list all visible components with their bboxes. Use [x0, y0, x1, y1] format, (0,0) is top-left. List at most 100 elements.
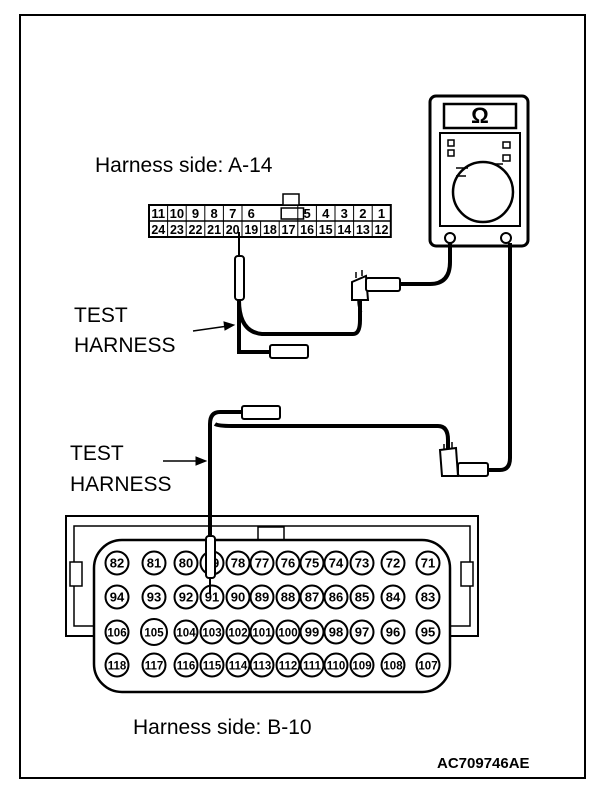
- test-harness-2-label-line1: TEST: [70, 442, 124, 465]
- test-harness-1-label-line2: HARNESS: [74, 334, 176, 357]
- connector-b10-pin-label: 72: [386, 556, 400, 571]
- connector-b10-pin: [173, 619, 199, 645]
- connector-b10-pin-label: 77: [255, 556, 269, 571]
- connector-b10-pin-label: 89: [255, 590, 269, 605]
- connector-b10-pin-label: 111: [303, 661, 322, 673]
- connector-b10-pin-label: 85: [355, 590, 369, 605]
- connector-b10-pin: [349, 652, 375, 678]
- connector-b10-pin: [323, 619, 349, 645]
- connector-b10-pin-label: 117: [145, 661, 164, 673]
- connector-a14-pin-label: 23: [170, 223, 184, 237]
- connector-a14-pin-label: 17: [282, 223, 296, 237]
- connector-a14-pin-label: 3: [341, 206, 348, 221]
- connector-a14-pin-label: 10: [170, 206, 184, 221]
- connector-b10-pin-label: 83: [421, 590, 435, 605]
- connector-a14-pin-label: 21: [207, 223, 221, 237]
- connector-a14-pin-label: 18: [263, 223, 277, 237]
- connector-a14-pin-label: 9: [192, 206, 199, 221]
- test-harness-b: [205, 243, 512, 594]
- connector-b10-pin-label: 80: [179, 556, 193, 571]
- connector-b10-pin-label: 104: [176, 628, 196, 640]
- connector-a14-pin-label: 12: [375, 223, 389, 237]
- connector-b10-pin-label: 106: [107, 628, 126, 640]
- connector-b10-pin: [323, 550, 349, 576]
- figure-code: AC709746AE: [437, 755, 530, 772]
- connector-b10-pin-label: 82: [110, 556, 124, 571]
- connector-a14-pin-label: 24: [151, 223, 165, 237]
- connector-b10-pin-label: 110: [327, 661, 346, 673]
- connector-a14-pin-label: 22: [189, 223, 203, 237]
- connector-b10-pin: [104, 550, 130, 576]
- connector-b10-pin-label: 107: [418, 661, 437, 673]
- connector-b10-pin: [104, 652, 130, 678]
- connector-b10-pin-label: 86: [329, 590, 343, 605]
- connector-b10-pin-label: 115: [203, 661, 222, 673]
- connector-b10-pin-label: 99: [305, 625, 319, 640]
- connector-b10-pin-label: 109: [352, 661, 371, 673]
- connector-b10-pin-label: 98: [329, 625, 343, 640]
- connector-b10-pin: [380, 619, 406, 645]
- connector-b10-pin-label: 105: [144, 628, 164, 640]
- connector-b10-pin: [199, 619, 225, 645]
- connector-b10-pin: [249, 584, 275, 610]
- test-harness-2-label-line2: HARNESS: [70, 473, 172, 496]
- diagram-frame: [19, 14, 586, 779]
- connector-b10-pin-label: 101: [252, 628, 272, 640]
- test-harness-1-label-line1: TEST: [74, 304, 128, 327]
- connector-b10-pin: [199, 652, 225, 678]
- connector-a14-pin-label: 1: [378, 206, 385, 221]
- connector-b10-pin-label: 90: [231, 590, 245, 605]
- connector-a14-pin-label: 2: [359, 206, 366, 221]
- connector-b10-pin: [173, 584, 199, 610]
- connector-b10-pin-label: 71: [421, 556, 435, 571]
- connector-b10-pin: [323, 652, 349, 678]
- connector-b10-pin-label: 94: [110, 590, 125, 605]
- connector-b10-pin-label: 108: [383, 661, 403, 673]
- label-arrows: [163, 321, 236, 466]
- connector-b10-pin-label: 73: [355, 556, 369, 571]
- connector-a14-pin-label: 14: [337, 223, 351, 237]
- connector-b10-pin: [415, 584, 441, 610]
- connector-b10-pin-label: 75: [305, 556, 319, 571]
- connector-b10: 8281807978777675747372719493929190898887…: [65, 515, 479, 694]
- connector-b10-pin: [249, 652, 275, 678]
- connector-b10-pin: [104, 584, 130, 610]
- connector-b10-pin: [249, 619, 275, 645]
- connector-b10-pin-label: 102: [228, 628, 247, 640]
- connector-b10-pin: [415, 550, 441, 576]
- connector-a14-pin-label: 5: [303, 206, 310, 221]
- connector-a14-pin-label: 16: [300, 223, 314, 237]
- harness-b10-label: Harness side: B-10: [133, 716, 312, 739]
- connector-b10-pin: [380, 584, 406, 610]
- connector-b10-pin: [380, 550, 406, 576]
- connector-b10-pin-label: 87: [305, 590, 319, 605]
- connector-a14-pin-label: 6: [248, 206, 255, 221]
- connector-b10-pin: [349, 584, 375, 610]
- connector-a14-pin-label: 19: [244, 223, 258, 237]
- multimeter: [428, 94, 530, 248]
- connector-b10-pin-label: 100: [278, 628, 297, 640]
- connector-b10-pin: [323, 584, 349, 610]
- connector-b10-pin-label: 95: [421, 625, 435, 640]
- connector-b10-pin-label: 116: [177, 661, 196, 673]
- connector-b10-pin: [141, 652, 167, 678]
- connector-b10-pin-label: 78: [231, 556, 245, 571]
- connector-a14-pin-label: 11: [151, 206, 165, 221]
- multimeter-v-ohm-terminal: [500, 232, 512, 244]
- connector-b10-pin: [141, 550, 167, 576]
- connector-a14-pin-label: 13: [356, 223, 370, 237]
- connector-b10-pin: [349, 619, 375, 645]
- connector-b10-pin: [140, 618, 168, 646]
- connector-b10-pin: [415, 652, 441, 678]
- connector-b10-pin: [173, 550, 199, 576]
- connector-b10-pin: [104, 619, 130, 645]
- connector-a14-pin-label: 15: [319, 223, 333, 237]
- connector-b10-pin: [141, 584, 167, 610]
- connector-b10-pin-label: 76: [281, 556, 295, 571]
- connector-a14-pin-label: 20: [226, 223, 240, 237]
- connector-b10-pin-label: 112: [279, 661, 298, 673]
- connector-b10-pin-label: 81: [147, 556, 161, 571]
- connector-b10-pin-label: 92: [179, 590, 193, 605]
